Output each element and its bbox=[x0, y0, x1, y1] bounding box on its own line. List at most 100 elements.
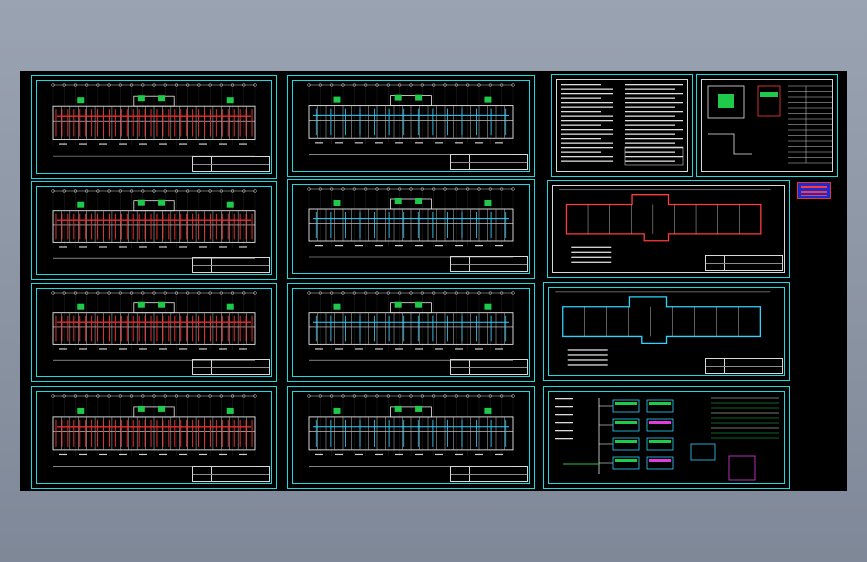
annotation-text bbox=[119, 246, 127, 248]
annotation-text bbox=[555, 406, 573, 408]
axis-bubble bbox=[488, 187, 492, 191]
sheet-floor-plan-8[interactable] bbox=[287, 386, 535, 489]
building-outline bbox=[565, 194, 762, 242]
axis-bubble bbox=[73, 189, 78, 193]
panel-box bbox=[728, 455, 756, 481]
axis-bubble bbox=[454, 291, 458, 295]
sheet-notes[interactable] bbox=[551, 74, 693, 177]
axis-bubble bbox=[186, 83, 190, 87]
annotation-text bbox=[395, 245, 403, 247]
axis-bubble bbox=[186, 189, 190, 193]
note-line bbox=[625, 102, 683, 104]
note-line bbox=[561, 142, 613, 144]
note-line bbox=[561, 88, 613, 90]
axis-bubble bbox=[230, 189, 235, 193]
axis-bubble bbox=[107, 189, 111, 193]
fixture-block bbox=[137, 405, 145, 412]
annotation-text bbox=[555, 398, 573, 400]
panel-box bbox=[612, 399, 640, 413]
annotation-text bbox=[179, 246, 187, 248]
note-line bbox=[561, 156, 613, 158]
axis-bubble bbox=[96, 291, 100, 295]
fixture-block bbox=[394, 198, 402, 204]
axis-bubble bbox=[398, 291, 402, 295]
axis-bubble bbox=[330, 83, 334, 87]
axis-bubble bbox=[253, 394, 257, 398]
annotation-text bbox=[435, 245, 443, 247]
fixture-block bbox=[226, 201, 234, 208]
panel-fill bbox=[615, 421, 637, 424]
note-line bbox=[625, 124, 675, 126]
annotation-text bbox=[475, 453, 483, 456]
annotation-text bbox=[179, 453, 187, 456]
panel-box bbox=[646, 399, 674, 413]
annotation-text bbox=[395, 348, 403, 350]
axis-bubble bbox=[141, 83, 145, 87]
sheet-elevation[interactable] bbox=[547, 180, 790, 278]
fixture-block bbox=[226, 407, 234, 414]
sheet-floor-plan-3[interactable] bbox=[31, 283, 277, 382]
axis-bubble bbox=[307, 394, 311, 398]
axis-bubble bbox=[443, 291, 447, 295]
fixture-block bbox=[394, 405, 402, 412]
fixture-block bbox=[333, 200, 341, 206]
note-line bbox=[561, 106, 613, 108]
sheet-details[interactable] bbox=[696, 74, 838, 177]
annotation-text bbox=[567, 359, 608, 361]
note-line bbox=[561, 102, 613, 104]
axis-bubble bbox=[364, 291, 368, 295]
note-line bbox=[625, 84, 683, 86]
annotation-text bbox=[335, 245, 343, 247]
axis-bubble bbox=[477, 394, 481, 398]
annotation-text bbox=[567, 354, 608, 356]
fixture-block bbox=[484, 200, 492, 206]
axis-bubble bbox=[152, 189, 156, 193]
axis-bubble bbox=[73, 83, 78, 87]
title-block bbox=[705, 255, 783, 271]
axis-bubble bbox=[443, 394, 447, 398]
annotation-text bbox=[315, 453, 323, 456]
annotation-text bbox=[375, 142, 383, 144]
sheet-floor-plan-7[interactable] bbox=[287, 283, 535, 382]
axis-bubble bbox=[375, 187, 379, 191]
axis-bubble bbox=[375, 394, 379, 398]
axis-bubble bbox=[51, 394, 55, 398]
axis-bubble bbox=[477, 83, 481, 87]
drawing-canvas[interactable] bbox=[20, 71, 847, 491]
axis-bubble bbox=[208, 189, 212, 193]
annotation-text bbox=[571, 246, 612, 248]
axis-bubble bbox=[318, 394, 322, 398]
annotation-text bbox=[99, 143, 107, 145]
annotation-text bbox=[475, 348, 483, 350]
axis-bubble bbox=[174, 394, 179, 398]
axis-bubble bbox=[341, 291, 345, 295]
fixture-block bbox=[137, 301, 145, 308]
sheet-schematic[interactable] bbox=[543, 386, 790, 489]
sheet-roof-plan[interactable] bbox=[543, 282, 790, 381]
axis-bubble bbox=[197, 394, 201, 398]
sheet-floor-plan-2[interactable] bbox=[31, 181, 277, 280]
axis-bubble bbox=[352, 187, 356, 191]
fixture-block bbox=[333, 407, 341, 414]
annotation-text bbox=[567, 364, 608, 366]
annotation-text bbox=[335, 453, 343, 456]
sheet-floor-plan-6[interactable] bbox=[287, 179, 535, 279]
axis-bubble bbox=[242, 394, 246, 398]
fixture-block bbox=[137, 95, 145, 102]
axis-bubble bbox=[118, 394, 122, 398]
axis-bubble bbox=[511, 187, 515, 191]
axis-bubble bbox=[62, 189, 66, 193]
detail-panel bbox=[757, 85, 781, 117]
annotation-text bbox=[139, 246, 147, 248]
fixture-block bbox=[333, 96, 341, 103]
panel-fill bbox=[615, 440, 637, 443]
note-line bbox=[625, 156, 683, 158]
axis-bubble bbox=[118, 291, 122, 295]
detail-box bbox=[707, 85, 745, 119]
annotation-text bbox=[159, 246, 167, 248]
sheet-floor-plan-1[interactable] bbox=[31, 75, 277, 179]
axis-bubble bbox=[129, 394, 134, 398]
sheet-floor-plan-4[interactable] bbox=[31, 386, 277, 489]
axis-bubble bbox=[85, 83, 89, 87]
fixture-block bbox=[226, 97, 234, 104]
